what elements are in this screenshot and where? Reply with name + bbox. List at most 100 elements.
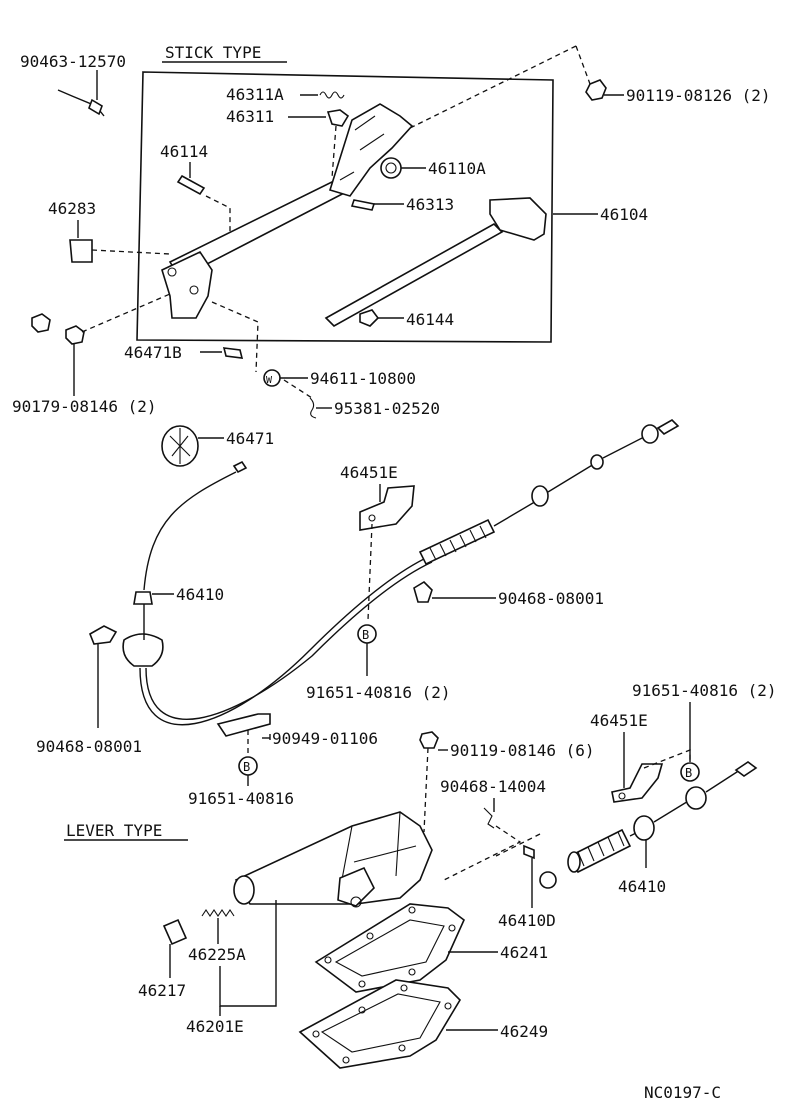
dash-90119-b <box>401 45 577 133</box>
label-90463-12570: 90463-12570 <box>20 52 126 71</box>
cable-46410-ball-a <box>531 485 549 507</box>
gasket-hole-6 <box>342 1056 350 1064</box>
pin-46471B <box>222 347 244 359</box>
stick-lever-bracket <box>328 103 414 197</box>
gasket-hole-1 <box>312 1030 320 1038</box>
button-46217 <box>162 918 188 946</box>
label-90119-08146: 90119-08146 (6) <box>450 741 595 760</box>
label-46114: 46114 <box>160 142 208 161</box>
base-plate-46241-opening <box>334 919 445 977</box>
dash-46410D <box>495 833 541 857</box>
cable-46410-lower-corrugation <box>577 831 625 867</box>
stick-type-heading: STICK TYPE <box>165 43 261 62</box>
dash-46451E-top <box>367 523 373 621</box>
cable-46410-end-eye <box>656 419 680 435</box>
label-46249: 46249 <box>500 1022 548 1041</box>
callout-B-mid-letter: B <box>362 628 369 642</box>
label-90468-08001-right: 90468-08001 <box>498 589 604 608</box>
pin-46114 <box>176 174 206 196</box>
cable-46410-boot <box>122 633 164 667</box>
label-46241: 46241 <box>500 943 548 962</box>
cable-46410-lower-ball <box>633 815 655 841</box>
drawing-code: NC0197-C <box>644 1083 721 1102</box>
bracket-46451E-right <box>611 763 664 803</box>
label-46311: 46311 <box>226 107 274 126</box>
cable-46410-corrugation <box>429 525 487 561</box>
bracket-46451E-top <box>359 485 415 531</box>
label-46201E: 46201E <box>186 1017 244 1036</box>
cable-46410-ball-b <box>590 454 604 470</box>
cable-46410-end-clevis <box>232 460 248 474</box>
label-46311A: 46311A <box>226 85 284 104</box>
bolt-90119-08126 <box>585 79 607 101</box>
dash-95381 <box>283 379 313 399</box>
cable-clip-90463-head <box>88 98 103 116</box>
cable-46410-lower-eye <box>734 761 758 777</box>
spring-46311A <box>319 91 345 99</box>
label-94611-10800: 94611-10800 <box>310 369 416 388</box>
gasket-hole-3 <box>400 984 408 992</box>
clip-90468-14004 <box>483 807 495 829</box>
cable-46410-lower-ball-b <box>685 786 707 810</box>
cable-46410-lower-nut <box>539 871 557 889</box>
base-plate-46241 <box>314 903 465 993</box>
stick-lever-base-hole <box>189 285 199 295</box>
pin-46313 <box>350 199 376 211</box>
label-91651-40816-mid: 91651-40816 (2) <box>306 683 451 702</box>
cable-46410-inner-upper <box>143 471 237 591</box>
callout-B-right <box>680 762 700 782</box>
cable-46410-rod-c <box>602 435 647 459</box>
label-95381-02520: 95381-02520 <box>334 399 440 418</box>
gasket-hole-5 <box>398 1044 406 1052</box>
clip-90949-01106 <box>216 713 271 737</box>
stick-lever-bracket-detail <box>339 115 385 181</box>
cotter-95381-02520 <box>309 397 317 419</box>
base-plate-hole-2 <box>366 932 374 940</box>
callout-B-right-letter: B <box>685 766 692 780</box>
cable-46410-lower-collar <box>567 851 581 873</box>
washer-marker: W <box>266 375 273 386</box>
dash-90179 <box>81 293 171 333</box>
leader-46201E-bracket <box>219 900 277 1007</box>
dash-46283 <box>91 249 171 255</box>
cable-46410-rod-b <box>547 463 595 493</box>
clip-46144 <box>359 309 380 327</box>
bracket-46283 <box>69 239 93 263</box>
label-46451E-top: 46451E <box>340 463 398 482</box>
label-46217: 46217 <box>138 981 186 1000</box>
lever-type-heading: LEVER TYPE <box>66 821 162 840</box>
grommet-46110A-hole <box>385 162 397 174</box>
label-46144: 46144 <box>406 310 454 329</box>
lever-ratchet <box>337 866 375 907</box>
label-90468-08001-left: 90468-08001 <box>36 737 142 756</box>
label-90949-01106: 90949-01106 <box>272 729 378 748</box>
label-46283: 46283 <box>48 199 96 218</box>
stick-lever-pivot-hole <box>167 267 177 277</box>
clip-90468-08001-right <box>413 580 433 603</box>
cable-46410-end-c <box>641 424 659 444</box>
label-91651-40816-right: 91651-40816 (2) <box>632 681 777 700</box>
clip-90468-08001-left <box>88 625 118 645</box>
gasket-hole-4 <box>444 1002 452 1010</box>
stick-type-frame <box>136 71 554 343</box>
label-90468-14004: 90468-14004 <box>440 777 546 796</box>
gasket-46249 <box>298 979 462 1069</box>
base-plate-hole-5 <box>408 968 416 976</box>
handle-grip-46104 <box>489 197 547 241</box>
label-46451E-right: 46451E <box>590 711 648 730</box>
dash-46471B <box>211 301 259 373</box>
label-46410-top: 46410 <box>176 585 224 604</box>
base-plate-hole-3 <box>408 906 416 914</box>
lever-handle-body <box>234 811 433 905</box>
label-46410-bottom: 46410 <box>618 877 666 896</box>
bolt-90119-08146 <box>419 731 439 749</box>
cable-46410-lower-rod-b <box>653 799 691 823</box>
lever-ratchet-hole <box>350 896 362 908</box>
dash-90119-08146 <box>423 747 429 833</box>
label-46110A: 46110A <box>428 159 486 178</box>
spring-46225A <box>201 909 235 917</box>
base-plate-hole-4 <box>448 924 456 932</box>
label-91651-40816-left: 91651-40816 <box>188 789 294 808</box>
